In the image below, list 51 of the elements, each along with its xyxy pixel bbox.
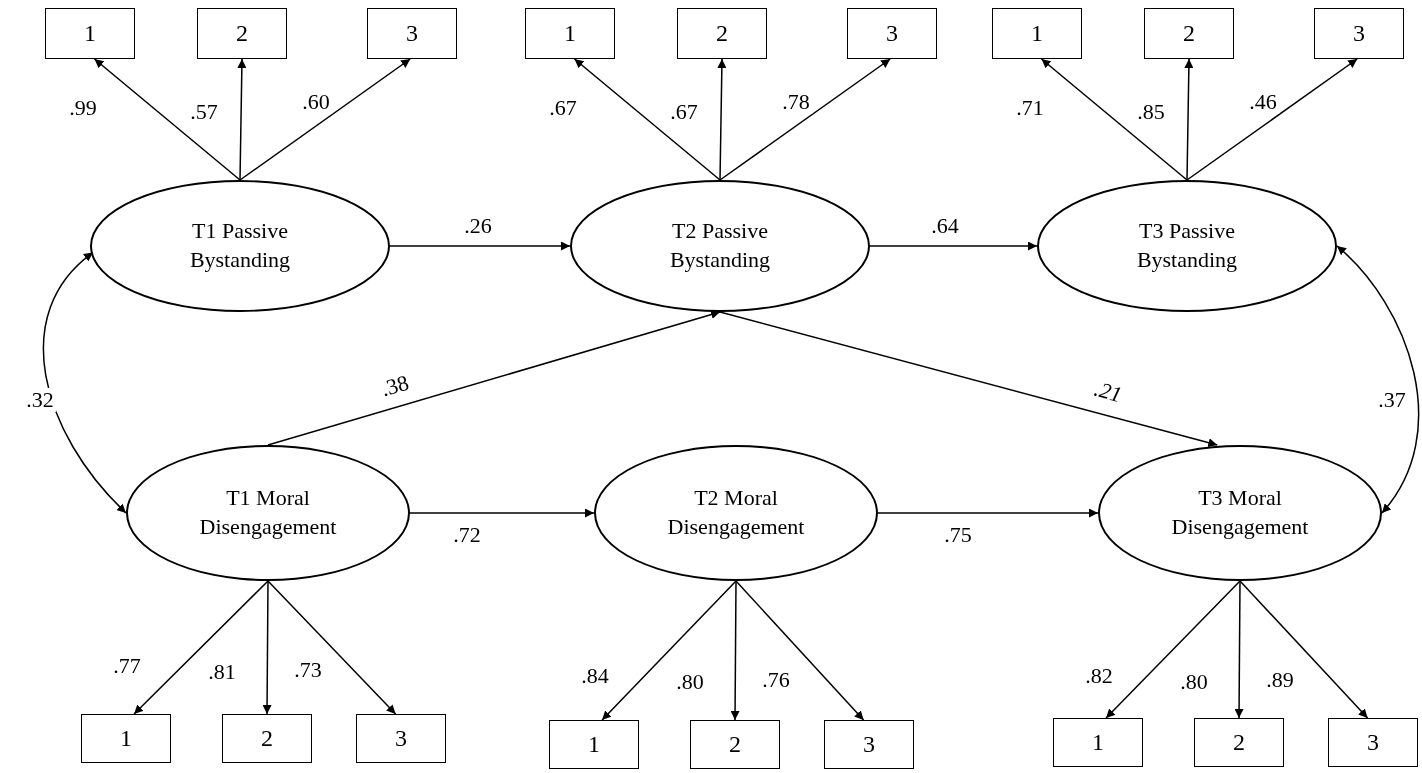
indicator-box: 3 (1314, 8, 1404, 59)
indicator-box: 3 (367, 8, 457, 59)
indicator-box: 2 (1144, 8, 1234, 59)
arrow (239, 58, 411, 181)
indicator-box: 2 (690, 720, 780, 769)
indicator-box: 3 (1328, 718, 1418, 767)
arrow (267, 310, 721, 446)
indicator-box: 3 (356, 714, 446, 763)
indicator-box: 1 (81, 714, 171, 763)
arrow (93, 58, 241, 181)
indicator-box: 2 (197, 8, 287, 59)
edge-label: .32 (24, 387, 56, 413)
indicator-box: 1 (525, 8, 615, 59)
indicator-box: 2 (677, 8, 767, 59)
arrow (237, 58, 247, 181)
arrow (730, 580, 740, 721)
arrow (267, 580, 397, 715)
latent-variable-ellipse: T3 Passive Bystanding (1037, 180, 1337, 312)
arrow (1184, 58, 1194, 181)
latent-variable-ellipse: T3 Moral Disengagement (1098, 445, 1382, 581)
arrow (1040, 58, 1188, 181)
indicator-box: 1 (992, 8, 1082, 59)
latent-variable-ellipse: T2 Passive Bystanding (570, 180, 870, 312)
indicator-box: 2 (1194, 718, 1284, 767)
arrow (1105, 580, 1241, 719)
latent-variable-ellipse: T2 Moral Disengagement (594, 445, 878, 581)
indicator-box: 1 (45, 8, 135, 59)
arrow (1186, 58, 1358, 181)
latent-variable-ellipse: T1 Passive Bystanding (90, 180, 390, 312)
indicator-box: 3 (824, 720, 914, 769)
curved-double-arrow (1336, 245, 1420, 514)
arrow (262, 580, 272, 715)
arrow (877, 508, 1099, 518)
indicator-box: 3 (847, 8, 937, 59)
arrow (1239, 580, 1369, 719)
arrow (133, 580, 269, 715)
arrow (719, 58, 891, 181)
arrow (719, 311, 1219, 447)
arrow (717, 58, 727, 181)
latent-variable-ellipse: T1 Moral Disengagement (126, 445, 410, 581)
arrow (409, 508, 595, 518)
indicator-box: 1 (549, 720, 639, 769)
indicator-box: 1 (1053, 718, 1143, 767)
arrow (573, 58, 721, 181)
arrow (389, 241, 571, 251)
arrow (735, 580, 865, 721)
curved-double-arrow (42, 251, 127, 514)
arrow (869, 241, 1038, 251)
indicator-box: 2 (222, 714, 312, 763)
arrow (1234, 580, 1244, 719)
arrow (601, 580, 737, 721)
